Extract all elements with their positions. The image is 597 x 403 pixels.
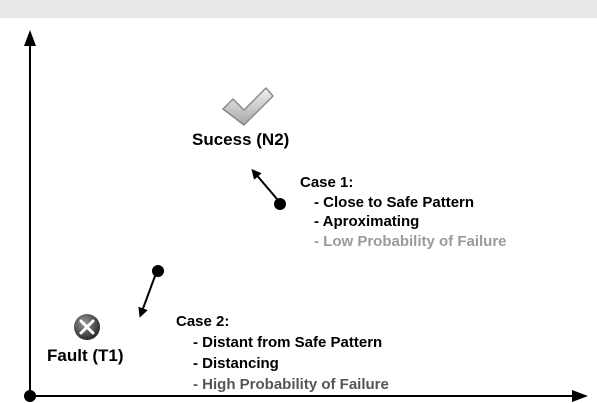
success-label: Sucess (N2)	[192, 130, 290, 149]
case2-item: - High Probability of Failure	[193, 376, 389, 393]
case2-arrow	[138, 275, 156, 318]
case1-arrow	[251, 168, 278, 200]
case2-title: Case 2:	[176, 313, 230, 330]
case1-point	[274, 198, 286, 210]
top-bar	[0, 0, 597, 18]
case1-item: - Low Probability of Failure	[314, 233, 507, 250]
case1-item: - Close to Safe Pattern	[314, 194, 475, 211]
x-circle-icon	[74, 314, 100, 340]
checkmark-icon	[222, 87, 274, 126]
case2-item: - Distant from Safe Pattern	[193, 334, 383, 351]
case1-title: Case 1:	[300, 174, 354, 191]
x-axis-arrowhead	[572, 390, 588, 402]
fault-label: Fault (T1)	[47, 346, 124, 365]
origin-dot	[24, 390, 36, 402]
y-axis-arrowhead	[24, 30, 36, 46]
case2-item: - Distancing	[193, 355, 279, 372]
case1-item: - Aproximating	[314, 213, 420, 230]
case2-point	[152, 265, 164, 277]
